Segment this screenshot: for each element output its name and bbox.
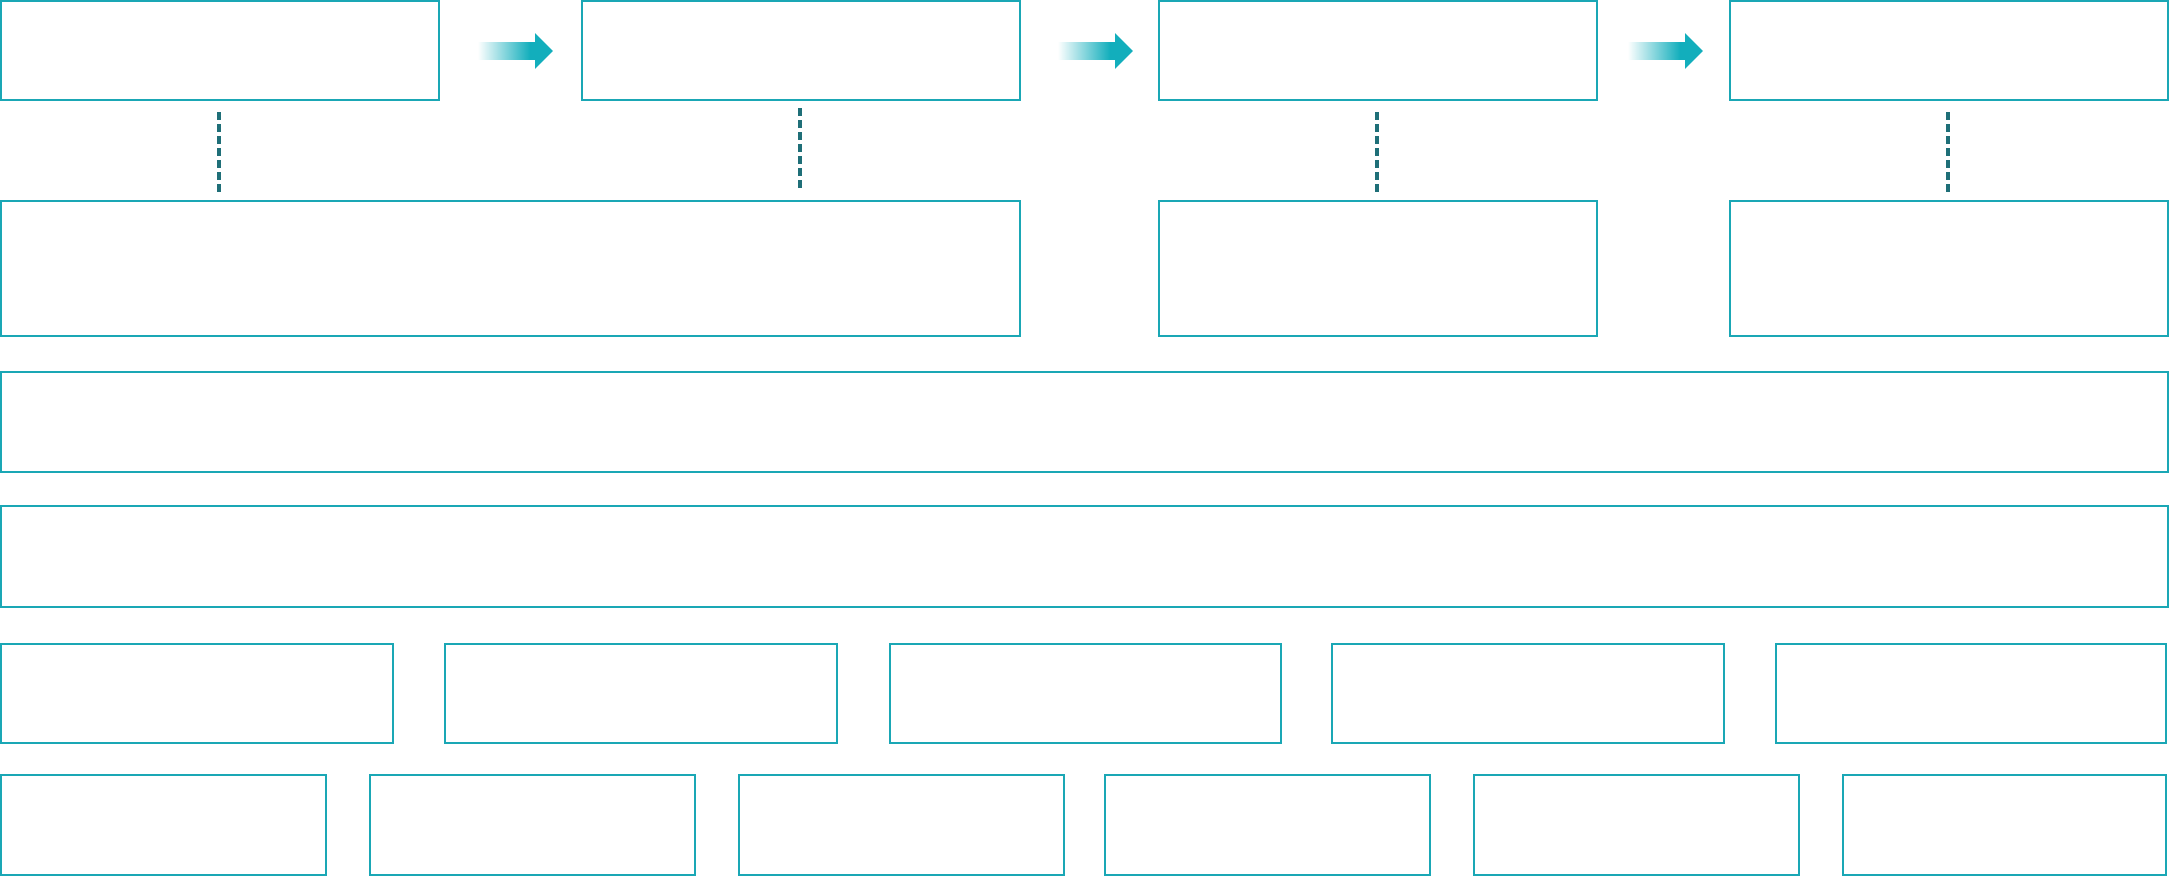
row-five-box-1 — [0, 643, 394, 744]
support-block-2 — [1158, 200, 1598, 337]
row-six-box-2 — [369, 774, 696, 876]
wide-layer-2-frame — [0, 505, 2169, 608]
support-block-3-frame — [1729, 200, 2169, 337]
stage-box-4-frame — [1729, 0, 2169, 101]
row-six-box-3 — [738, 774, 1065, 876]
stage-arrow-1 — [478, 33, 553, 69]
row-five-box-5 — [1775, 643, 2167, 744]
support-block-2-frame — [1158, 200, 1598, 337]
stage-box-2-frame — [581, 0, 1021, 101]
row-six-box-4 — [1104, 774, 1431, 876]
stage-box-3-frame — [1158, 0, 1598, 101]
support-block-1-frame — [0, 200, 1021, 337]
row-six-box-1-frame — [0, 774, 327, 876]
support-block-3 — [1729, 200, 2169, 337]
stage-box-1 — [0, 0, 440, 101]
row-six-box-3-frame — [738, 774, 1065, 876]
row-five-box-4-frame — [1331, 643, 1725, 744]
row-five-box-2-frame — [444, 643, 838, 744]
row-six-box-6-frame — [1842, 774, 2167, 876]
row-six-box-5 — [1473, 774, 1800, 876]
stage-box-3 — [1158, 0, 1598, 101]
row-five-box-2 — [444, 643, 838, 744]
row-five-box-5-frame — [1775, 643, 2167, 744]
wide-layer-1-frame — [0, 371, 2169, 473]
stage-arrow-2 — [1058, 33, 1133, 69]
wide-layer-2 — [0, 505, 2169, 608]
row-five-box-4 — [1331, 643, 1725, 744]
row-five-box-1-frame — [0, 643, 394, 744]
wide-layer-1 — [0, 371, 2169, 473]
row-five-box-3 — [889, 643, 1282, 744]
row-six-box-4-frame — [1104, 774, 1431, 876]
stage-box-1-frame — [0, 0, 440, 101]
row-six-box-5-frame — [1473, 774, 1800, 876]
row-five-box-3-frame — [889, 643, 1282, 744]
stage-arrow-3 — [1628, 33, 1703, 69]
stage-box-2 — [581, 0, 1021, 101]
row-six-box-1 — [0, 774, 327, 876]
row-six-box-6 — [1842, 774, 2167, 876]
support-block-1 — [0, 200, 1021, 337]
stage-box-4 — [1729, 0, 2169, 101]
row-six-box-2-frame — [369, 774, 696, 876]
